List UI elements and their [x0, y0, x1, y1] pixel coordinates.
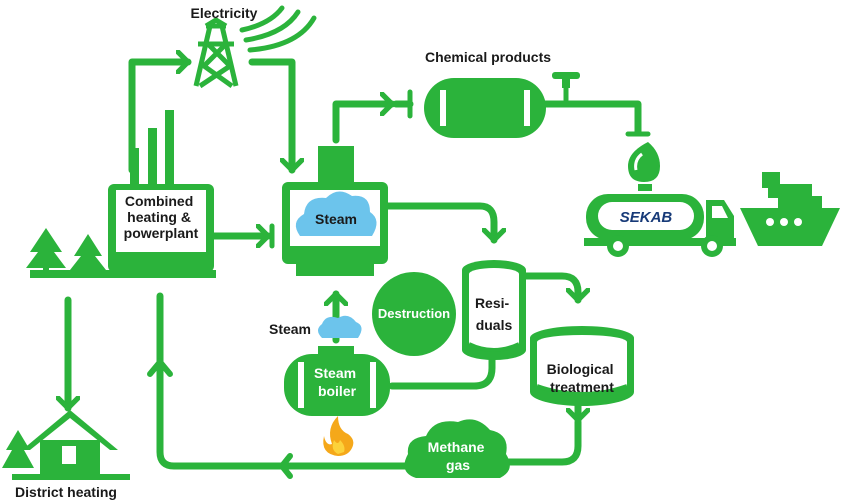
steam-tank-label: Steam [315, 211, 357, 227]
electricity-label: Electricity [191, 5, 258, 21]
chemical-products-label: Chemical products [425, 49, 551, 65]
flame-icon [323, 416, 354, 456]
steam-boiler [284, 346, 390, 416]
methane-gas-label: Methane gas [428, 439, 489, 473]
cloud-icon [318, 315, 362, 338]
tap-icon [552, 72, 580, 88]
flow-steam-to-chemical [332, 104, 392, 144]
residuals-label: Resi- duals [475, 295, 513, 333]
flow-pylon-to-steam [248, 58, 292, 170]
power-pylon-icon [193, 17, 239, 89]
tree-icon [26, 228, 106, 272]
biological-treatment-tank [530, 326, 634, 406]
ship-icon [740, 172, 840, 246]
methane-gas-cloud [404, 419, 510, 478]
sekab-logo: SEKAB [620, 209, 673, 226]
flow-lines [68, 58, 651, 479]
district-heating-label: District heating [15, 484, 117, 500]
radio-wave-icon [239, 5, 317, 53]
cloud-icon [295, 191, 377, 236]
flow-chp-to-pylon [128, 62, 188, 174]
steam-boiler-label: Steam boiler [314, 365, 360, 399]
destruction-label: Destruction [378, 306, 450, 321]
tanker-truck-icon [584, 194, 736, 257]
chp-label: Combined heating & powerplant [124, 193, 199, 241]
flow-residuals-to-bio [520, 272, 578, 300]
chemical-tank [424, 78, 546, 138]
flow-methane-to-chp [156, 292, 414, 470]
chp-plant [30, 110, 216, 278]
flow-steam-to-residuals [384, 202, 494, 240]
destruction-unit [372, 272, 456, 356]
drop-icon [628, 142, 660, 191]
tree-icon [2, 430, 34, 468]
steam-side-label: Steam [269, 321, 311, 337]
biological-treatment-label: Biological treatment [547, 361, 618, 395]
residuals-tank [462, 260, 526, 360]
house-icon [12, 410, 130, 480]
flow-chemical-to-drop [536, 100, 642, 136]
flow-residuals-to-boiler [388, 348, 496, 390]
